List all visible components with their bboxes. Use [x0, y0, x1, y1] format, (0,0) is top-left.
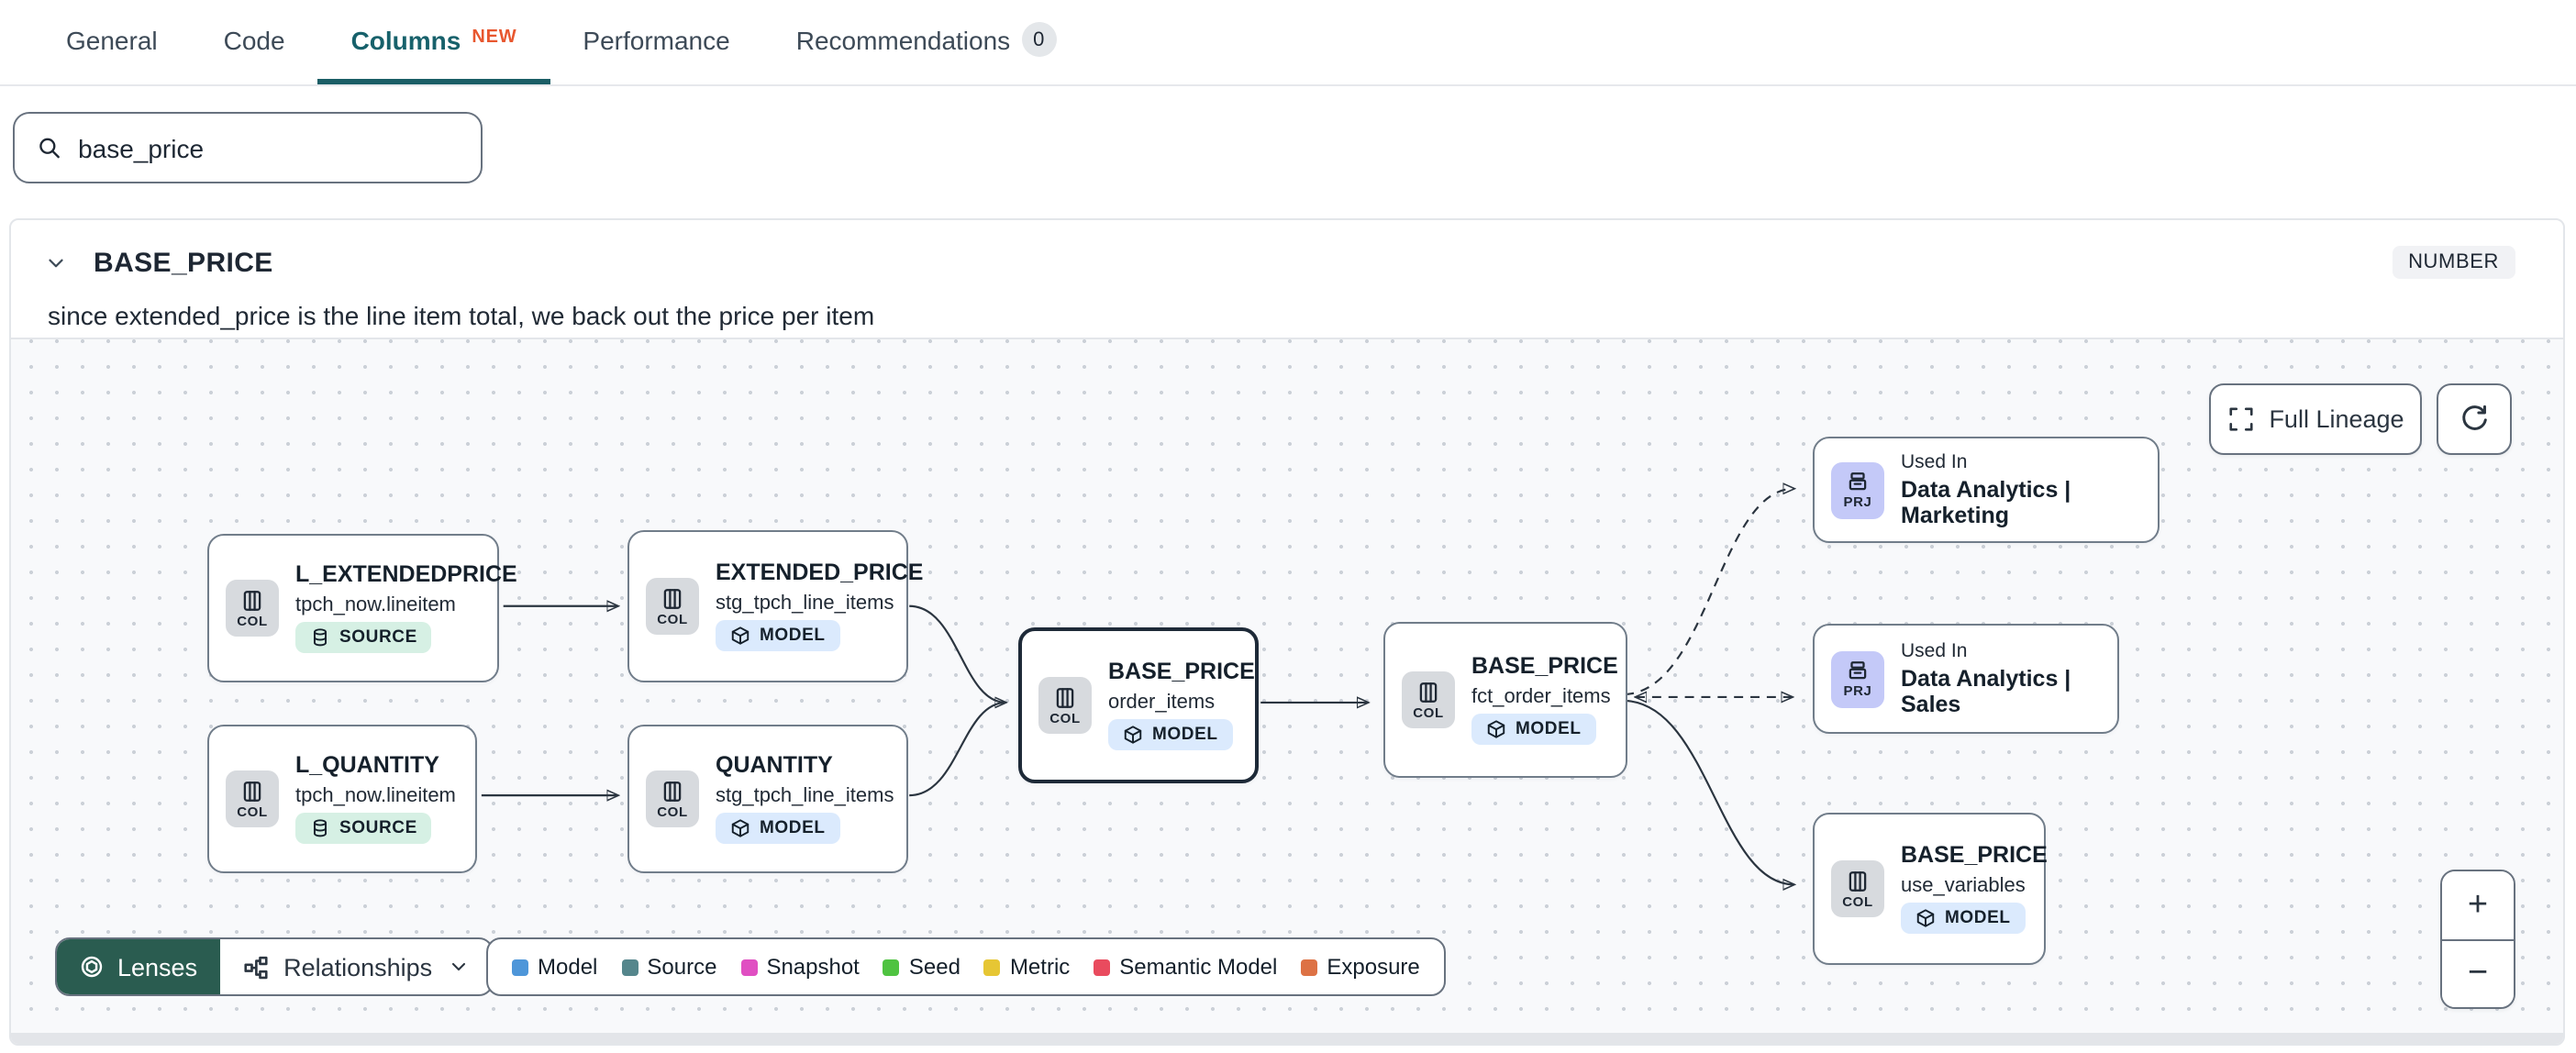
legend-color-swatch — [1301, 959, 1318, 975]
source-badge: SOURCE — [295, 812, 432, 844]
column-chip: COL — [1402, 671, 1455, 728]
columns-icon — [1416, 681, 1440, 704]
legend-item-metric: Metric — [983, 954, 1070, 980]
model-badge: MODEL — [716, 812, 840, 844]
legend-item-snapshot: Snapshot — [740, 954, 860, 980]
tab-performance[interactable]: Performance — [583, 25, 730, 54]
column-panel-header: BASE_PRICE NUMBER — [11, 220, 2563, 294]
refresh-button[interactable] — [2437, 383, 2512, 455]
cube-icon — [1123, 725, 1143, 745]
node-type-legend: Model Source Snapshot Seed Metric Semant… — [486, 937, 1446, 996]
legend-item-source: Source — [621, 954, 716, 980]
columns-icon — [1846, 870, 1870, 893]
project-chip: PRJ — [1831, 650, 1884, 707]
cube-icon — [730, 818, 750, 838]
count-badge: 0 — [1021, 22, 1057, 57]
column-chip: COL — [1831, 860, 1884, 917]
cube-icon — [730, 626, 750, 646]
legend-item-exposure: Exposure — [1301, 954, 1420, 980]
lineage-edges — [481, 339, 2563, 1044]
column-description: since extended_price is the line item to… — [48, 301, 875, 330]
columns-icon — [240, 589, 264, 613]
lenses-button[interactable]: Lenses — [57, 939, 220, 994]
refresh-icon — [2459, 404, 2490, 435]
column-panel: BASE_PRICE NUMBER since extended_price i… — [9, 218, 2565, 1046]
columns-icon — [661, 780, 684, 804]
zoom-in-button[interactable]: + — [2442, 871, 2514, 940]
relationships-icon — [241, 953, 269, 981]
tab-bar: General Code Columns NEW Performance Rec… — [0, 0, 2576, 86]
search-icon — [37, 134, 61, 161]
column-chip: COL — [226, 770, 279, 827]
column-type-badge: NUMBER — [2392, 246, 2515, 279]
aperture-icon — [79, 954, 105, 980]
column-chip: COL — [646, 578, 699, 635]
legend-item-model: Model — [512, 954, 597, 980]
database-icon — [310, 627, 330, 648]
expand-icon — [2226, 405, 2254, 433]
full-lineage-button[interactable]: Full Lineage — [2209, 383, 2422, 455]
legend-color-swatch — [983, 959, 1001, 975]
source-badge: SOURCE — [295, 621, 432, 653]
legend-item-semantic-model: Semantic Model — [1094, 954, 1277, 980]
lenses-toolbar: Lenses Relationships — [55, 937, 494, 996]
column-chip: COL — [226, 580, 279, 637]
column-chip: COL — [1038, 677, 1092, 734]
project-icon — [1846, 660, 1870, 683]
database-icon — [310, 818, 330, 838]
legend-item-seed: Seed — [883, 954, 960, 980]
chevron-down-icon — [447, 956, 469, 978]
project-chip: PRJ — [1831, 461, 1884, 518]
search-input[interactable] — [78, 133, 459, 162]
legend-color-swatch — [621, 959, 638, 975]
zoom-controls: + − — [2440, 870, 2515, 1009]
cube-icon — [1486, 719, 1506, 739]
new-badge: NEW — [472, 28, 517, 48]
columns-icon — [661, 587, 684, 611]
column-chip: COL — [646, 770, 699, 827]
legend-color-swatch — [740, 959, 758, 975]
legend-color-swatch — [883, 959, 900, 975]
model-badge: MODEL — [1108, 718, 1233, 750]
project-icon — [1846, 471, 1870, 494]
legend-color-swatch — [1094, 959, 1111, 975]
zoom-out-button[interactable]: − — [2442, 940, 2514, 1007]
tab-recommendations[interactable]: Recommendations 0 — [763, 0, 1089, 84]
relationships-dropdown[interactable]: Relationships — [219, 939, 491, 994]
tab-general[interactable]: General — [66, 25, 158, 54]
column-search[interactable] — [13, 112, 483, 183]
cube-icon — [1915, 908, 1936, 928]
horizontal-scrollbar[interactable] — [11, 1033, 2563, 1044]
columns-icon — [1053, 686, 1077, 710]
model-badge: MODEL — [1901, 902, 2026, 934]
model-badge: MODEL — [716, 619, 840, 651]
legend-color-swatch — [512, 959, 528, 975]
tab-code[interactable]: Code — [223, 25, 285, 54]
tab-columns[interactable]: Columns NEW — [317, 0, 550, 84]
column-name: BASE_PRICE — [94, 247, 273, 278]
columns-icon — [240, 780, 264, 804]
model-badge: MODEL — [1471, 713, 1596, 745]
collapse-chevron-icon[interactable] — [39, 246, 72, 279]
